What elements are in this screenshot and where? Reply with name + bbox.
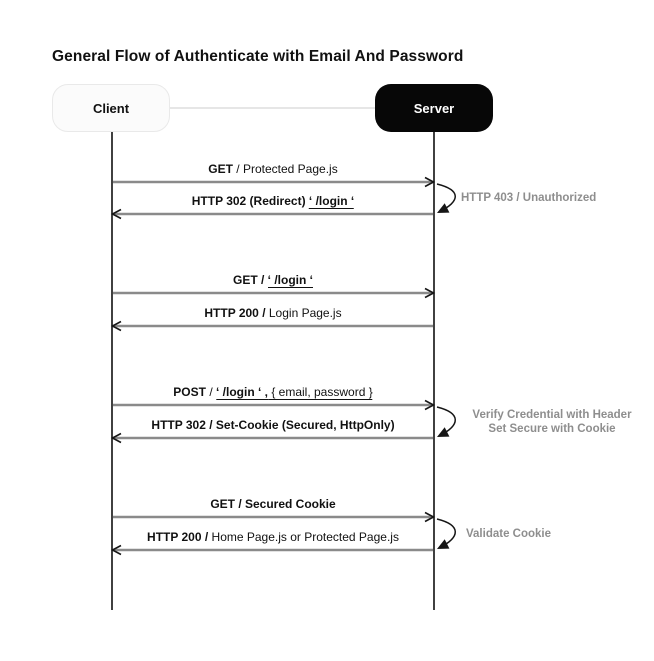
annotation-text: HTTP 403 / Unauthorized: [461, 192, 597, 204]
message-label: HTTP 302 (Redirect) ‘ /login ‘: [191, 194, 355, 209]
actor-connector-line: [170, 107, 375, 109]
message-label-segment: { email, password }: [267, 385, 373, 400]
actor-client: Client: [52, 84, 170, 132]
arrowhead-icon: [110, 320, 122, 332]
arrowhead-icon: [424, 176, 436, 188]
arrowhead-icon: [110, 208, 122, 220]
message-label: HTTP 302 / Set-Cookie (Secured, HttpOnly…: [151, 418, 394, 433]
loop-arrow-icon: [436, 183, 456, 214]
message-label: GET / ‘ /login ‘: [233, 273, 313, 288]
message-label-segment: POST: [173, 385, 210, 399]
message-label-segment: Login Page.js: [268, 306, 342, 320]
message-label-segment: / Protected Page.js: [232, 162, 338, 176]
message-label-segment: GET: [208, 162, 233, 176]
arrowhead-icon: [110, 432, 122, 444]
message-label: POST / ‘ /login ‘ , { email, password }: [173, 385, 373, 400]
diagram-title: General Flow of Authenticate with Email …: [52, 48, 464, 65]
message-label-segment: ‘ /login ‘: [308, 194, 355, 209]
arrowhead-icon: [110, 544, 122, 556]
message-label-segment: HTTP 200 /: [147, 530, 212, 544]
message-label: GET / Protected Page.js: [208, 162, 337, 177]
annotation-text: Validate Cookie: [466, 527, 552, 540]
message-label: HTTP 200 / Home Page.js or Protected Pag…: [147, 530, 399, 545]
arrowhead-icon: [424, 287, 436, 299]
message-label-segment: HTTP 200 /: [204, 306, 269, 320]
message-label-segment: /: [209, 385, 216, 399]
arrowhead-icon: [424, 511, 436, 523]
loop-arrow-icon: [436, 406, 456, 438]
message-label-segment: Home Page.js or Protected Page.js: [211, 530, 399, 544]
actor-server: Server: [375, 84, 493, 132]
actor-server-label: Server: [413, 100, 455, 116]
message-label: HTTP 200 / Login Page.js: [204, 306, 341, 321]
loop-arrow-icon: [436, 518, 456, 550]
message-label: GET / Secured Cookie: [210, 497, 335, 512]
arrowhead-icon: [424, 399, 436, 411]
message-label-segment: ‘ /login ‘: [267, 273, 313, 288]
message-label-segment: HTTP 302 (Redirect): [191, 194, 309, 208]
actor-client-label: Client: [92, 100, 130, 116]
message-label-segment: ‘ /login ‘ ,: [215, 385, 268, 400]
message-label-segment: GET /: [233, 273, 268, 287]
message-label-segment: GET / Secured Cookie: [210, 497, 336, 511]
message-label-segment: HTTP 302 / Set-Cookie (Secured, HttpOnly…: [151, 418, 395, 432]
